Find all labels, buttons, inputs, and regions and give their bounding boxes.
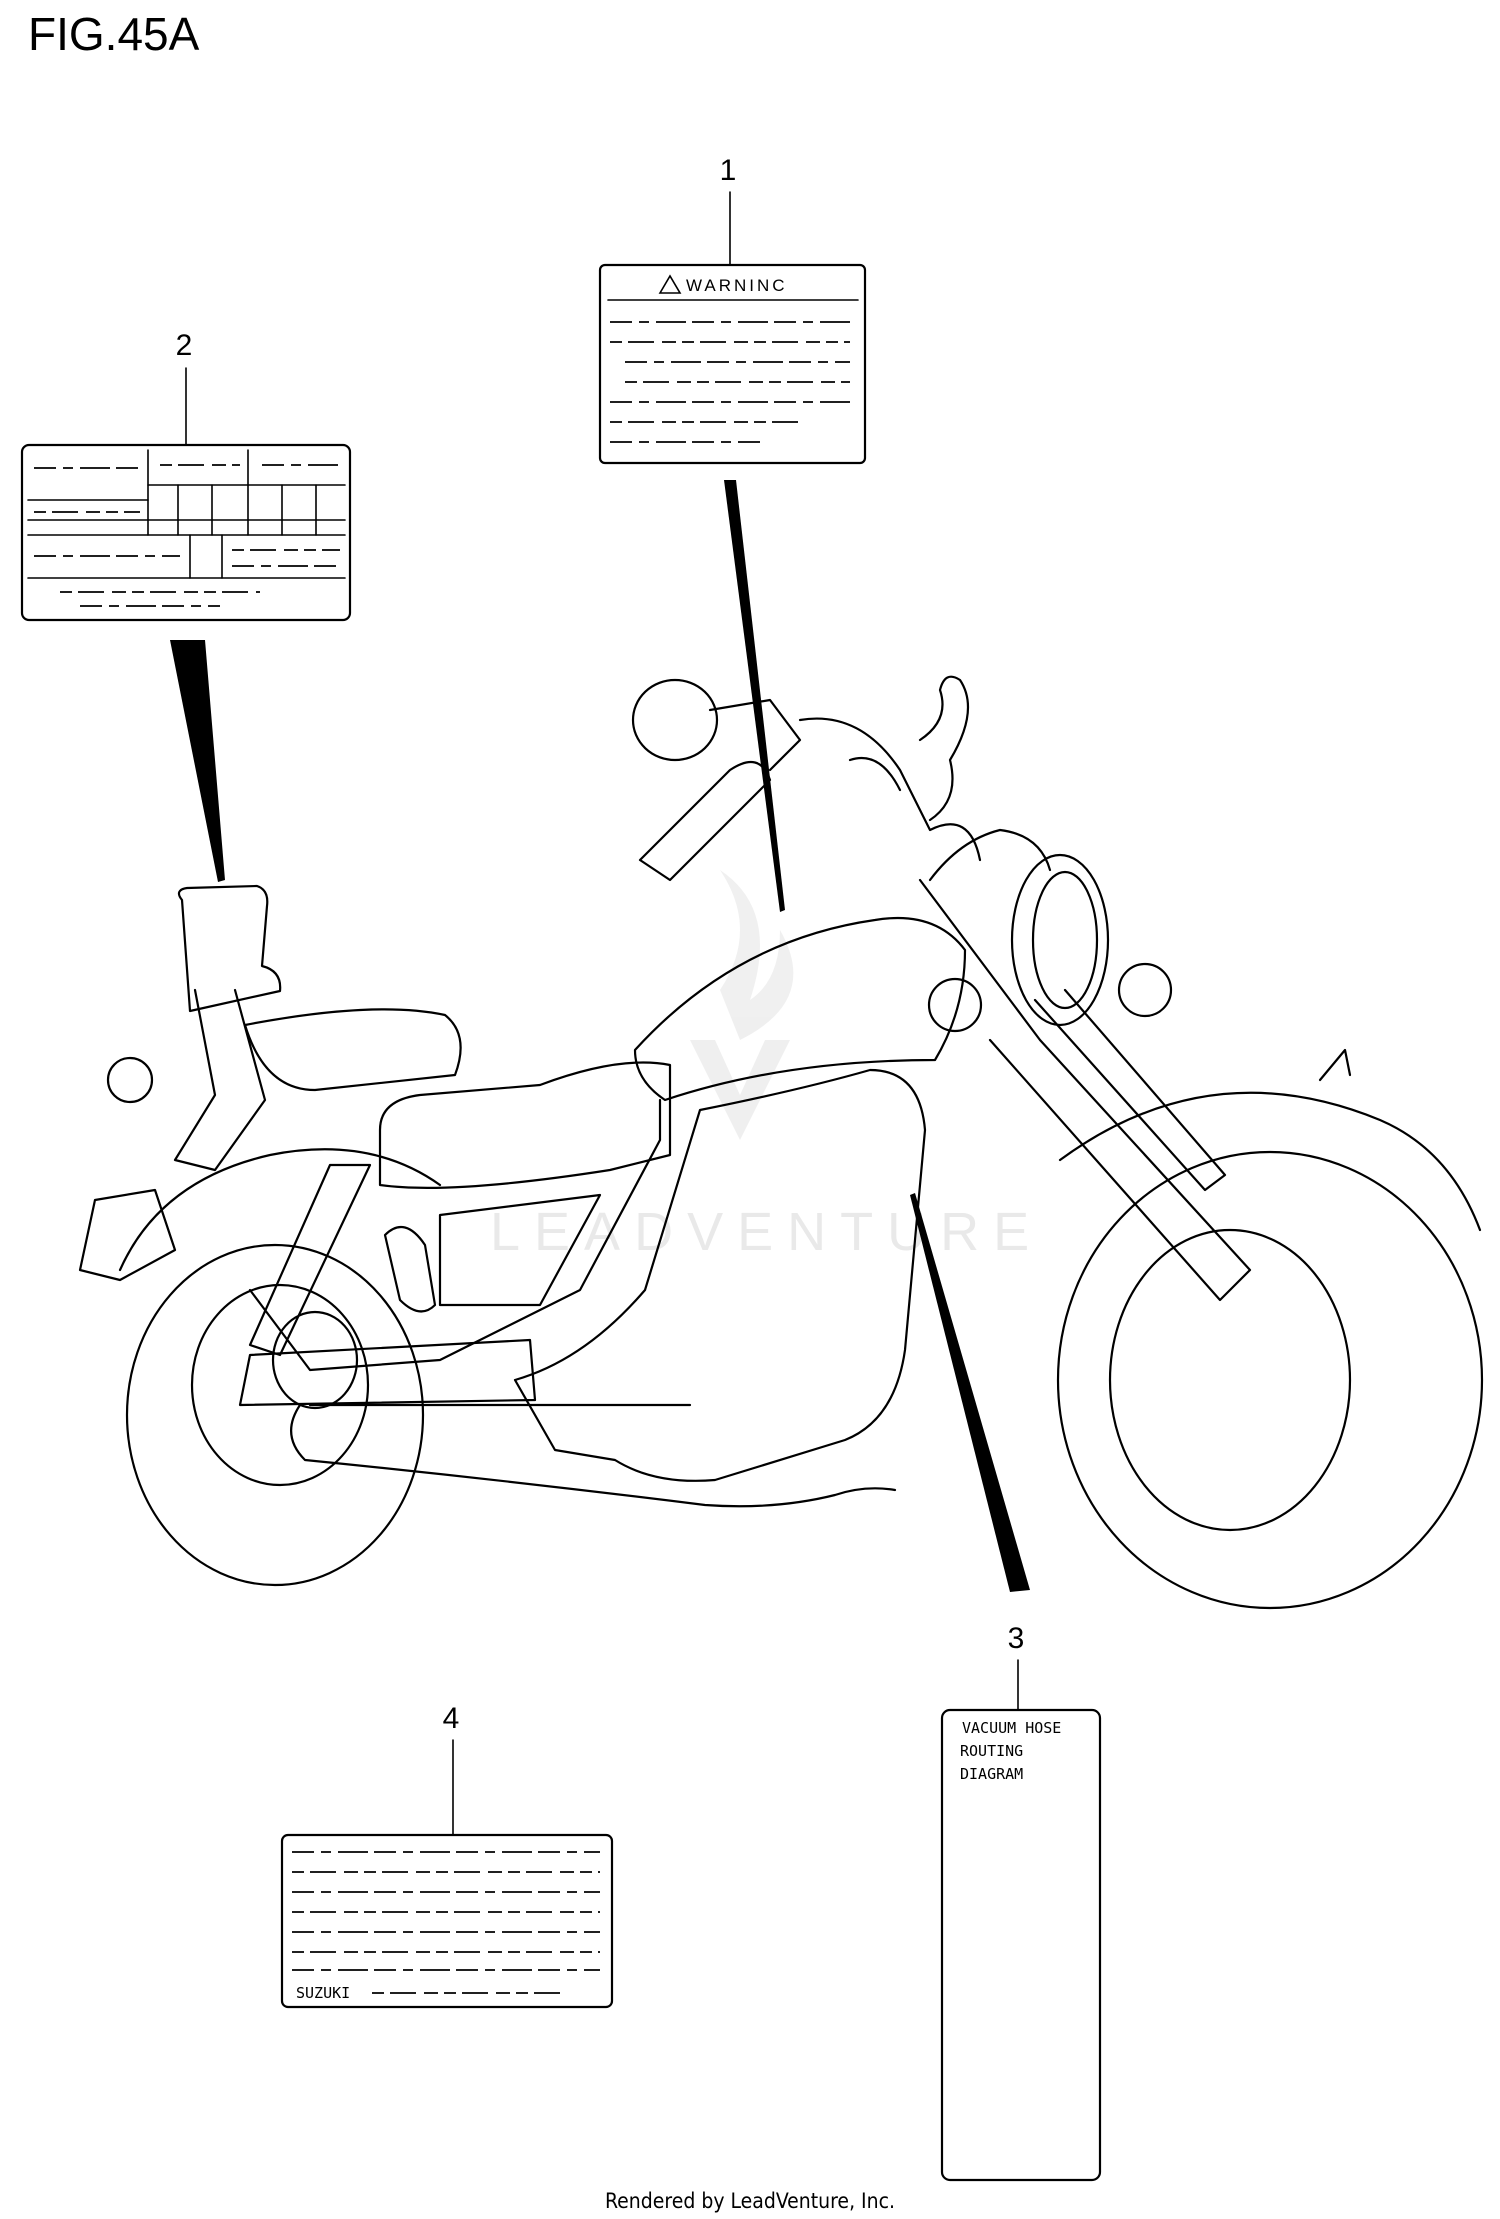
vacuum-hose-label [940, 1708, 1102, 2182]
info-label-part: 2 [20, 329, 352, 882]
callout-number-4: 4 [443, 1702, 460, 1735]
pointer-wedge-3 [910, 1193, 1030, 1592]
headlight-lens [1031, 870, 1099, 1010]
sissy-bar [173, 988, 267, 1172]
callout-number-3: 3 [1008, 1622, 1025, 1655]
engine-block [513, 1068, 927, 1482]
passenger-seat [243, 1008, 462, 1092]
callout-number-1: 1 [720, 154, 737, 187]
suzuki-brand-text: SUZUKI [296, 1984, 350, 2002]
pointer-wedge-1 [724, 480, 785, 912]
turn-signal-rear [106, 1056, 154, 1104]
info-label [20, 443, 352, 622]
rider-seat [378, 1061, 672, 1189]
side-cover [438, 1193, 602, 1307]
watermark-v-icon [690, 1040, 790, 1140]
rear-tire-inner [190, 1283, 370, 1487]
suzuki-label-part: 4 SUZUKI [280, 1702, 614, 2009]
suzuki-label [280, 1833, 614, 2009]
front-tire-outer [1056, 1150, 1484, 1610]
figure-title: FIG.45A [28, 8, 200, 60]
warning-heading: WARNINC [686, 276, 788, 295]
mirror-left [631, 678, 719, 762]
rear-light [78, 1188, 177, 1282]
watermark: LEADVENTURE [490, 870, 1043, 1262]
callout-number-2: 2 [176, 329, 193, 362]
rear-shock-cover [383, 1225, 437, 1313]
warning-label [598, 263, 867, 465]
fork-tube [1033, 988, 1227, 1192]
fuel-tank [633, 916, 967, 1102]
turn-signal-front-left [927, 977, 983, 1033]
front-tire-inner [1108, 1228, 1352, 1532]
fender-tip [1318, 1048, 1352, 1082]
handlebar-right [918, 675, 970, 822]
vacuum-text-3: DIAGRAM [960, 1765, 1023, 1783]
rear-shock [248, 1163, 372, 1357]
exhaust-pipe [290, 1403, 897, 1508]
headlight-bracket [928, 828, 1052, 882]
rear-tire-outer [125, 1243, 425, 1587]
watermark-flame-icon [720, 870, 794, 1040]
rear-hub [271, 1310, 359, 1410]
handlebar-left [638, 760, 772, 882]
handlebar-center [798, 717, 982, 862]
frame-lower [248, 1098, 662, 1372]
vacuum-text-1: VACUUM HOSE [962, 1719, 1061, 1737]
clutch-lever [848, 756, 902, 792]
vacuum-label-part: 3 VACUUM HOSE ROUTING DIAGRAM [910, 1193, 1102, 2182]
turn-signal-front-right [1117, 962, 1173, 1018]
rear-fender [118, 1148, 442, 1272]
watermark-text: LEADVENTURE [490, 1202, 1043, 1262]
swingarm [238, 1338, 537, 1407]
headlight [1010, 853, 1110, 1027]
warning-label-part: 1 WARNINC [598, 154, 867, 912]
warning-triangle-icon [658, 274, 682, 294]
motorcycle-illustration [78, 675, 1484, 1610]
sissy-bar-pad [177, 884, 282, 1013]
pointer-wedge-2 [170, 640, 225, 882]
footer-credit: Rendered by LeadVenture, Inc. [605, 2189, 895, 2213]
vacuum-text-2: ROUTING [960, 1742, 1023, 1760]
front-fork [918, 878, 1252, 1302]
mirror-stem-left [708, 698, 802, 772]
front-fender [1058, 1091, 1482, 1232]
